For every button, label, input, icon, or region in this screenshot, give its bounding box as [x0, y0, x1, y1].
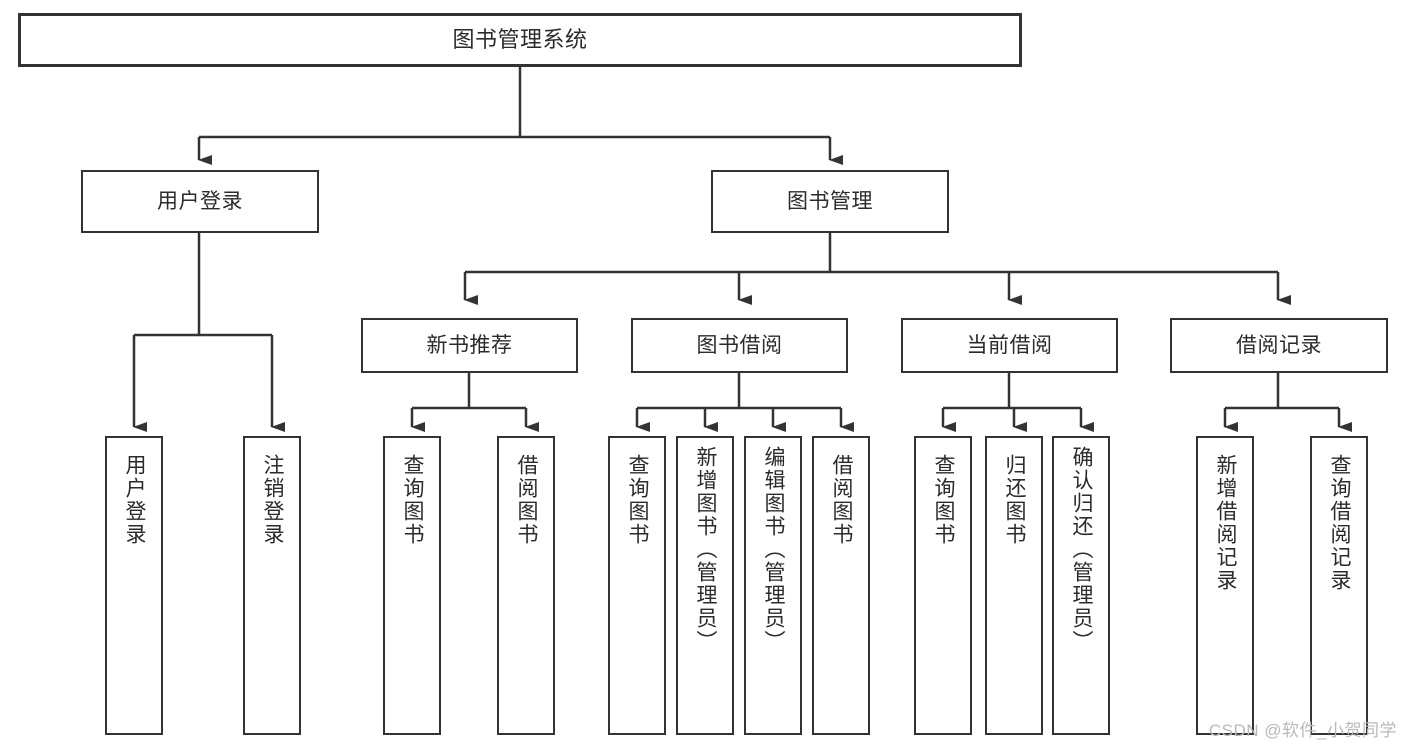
node-leaf-query-book-borrow[interactable]: 查询图书 [608, 436, 666, 735]
node-leaf-add-book-admin[interactable]: 新增图书（管理员） [676, 436, 734, 735]
node-leaf-add-borrow-record[interactable]: 新增借阅记录 [1196, 436, 1254, 735]
node-label: 查询图书 [401, 454, 425, 546]
node-label: 图书管理系统 [452, 26, 588, 52]
node-label: 确认归还（管理员） [1070, 446, 1094, 653]
node-label: 新增图书（管理员） [694, 446, 718, 653]
node-label: 新增借阅记录 [1214, 454, 1238, 592]
node-leaf-logout[interactable]: 注销登录 [243, 436, 301, 735]
node-label: 归还图书 [1003, 454, 1027, 546]
node-label: 查询图书 [626, 454, 650, 546]
node-label: 当前借阅 [966, 333, 1053, 357]
node-label: 借阅图书 [515, 454, 539, 546]
node-label: 查询图书 [932, 454, 956, 546]
node-root-library-system[interactable]: 图书管理系统 [18, 13, 1022, 67]
node-current-borrowing[interactable]: 当前借阅 [901, 318, 1118, 373]
node-leaf-borrow-book[interactable]: 借阅图书 [812, 436, 870, 735]
node-leaf-user-login[interactable]: 用户登录 [105, 436, 163, 735]
node-leaf-borrow-book-recommend[interactable]: 借阅图书 [497, 436, 555, 735]
node-label: 借阅图书 [830, 454, 854, 546]
node-leaf-confirm-return-admin[interactable]: 确认归还（管理员） [1052, 436, 1110, 735]
node-book-management[interactable]: 图书管理 [711, 170, 949, 233]
node-label: 查询借阅记录 [1328, 454, 1352, 592]
node-new-book-recommendation[interactable]: 新书推荐 [361, 318, 578, 373]
node-label: 图书借阅 [696, 333, 783, 357]
node-leaf-edit-book-admin[interactable]: 编辑图书（管理员） [744, 436, 802, 735]
node-label: 新书推荐 [426, 333, 513, 357]
node-label: 用户登录 [157, 189, 243, 213]
node-leaf-query-book-current[interactable]: 查询图书 [914, 436, 972, 735]
node-label: 图书管理 [787, 189, 873, 213]
node-label: 编辑图书（管理员） [762, 446, 786, 653]
node-borrowing-records[interactable]: 借阅记录 [1170, 318, 1388, 373]
node-leaf-query-borrow-record[interactable]: 查询借阅记录 [1310, 436, 1368, 735]
node-label: 用户登录 [123, 454, 147, 546]
node-leaf-return-book[interactable]: 归还图书 [985, 436, 1043, 735]
node-label: 借阅记录 [1236, 333, 1322, 357]
node-label: 注销登录 [261, 454, 285, 546]
node-user-login[interactable]: 用户登录 [81, 170, 319, 233]
node-book-borrowing[interactable]: 图书借阅 [631, 318, 848, 373]
node-leaf-query-book-recommend[interactable]: 查询图书 [383, 436, 441, 735]
